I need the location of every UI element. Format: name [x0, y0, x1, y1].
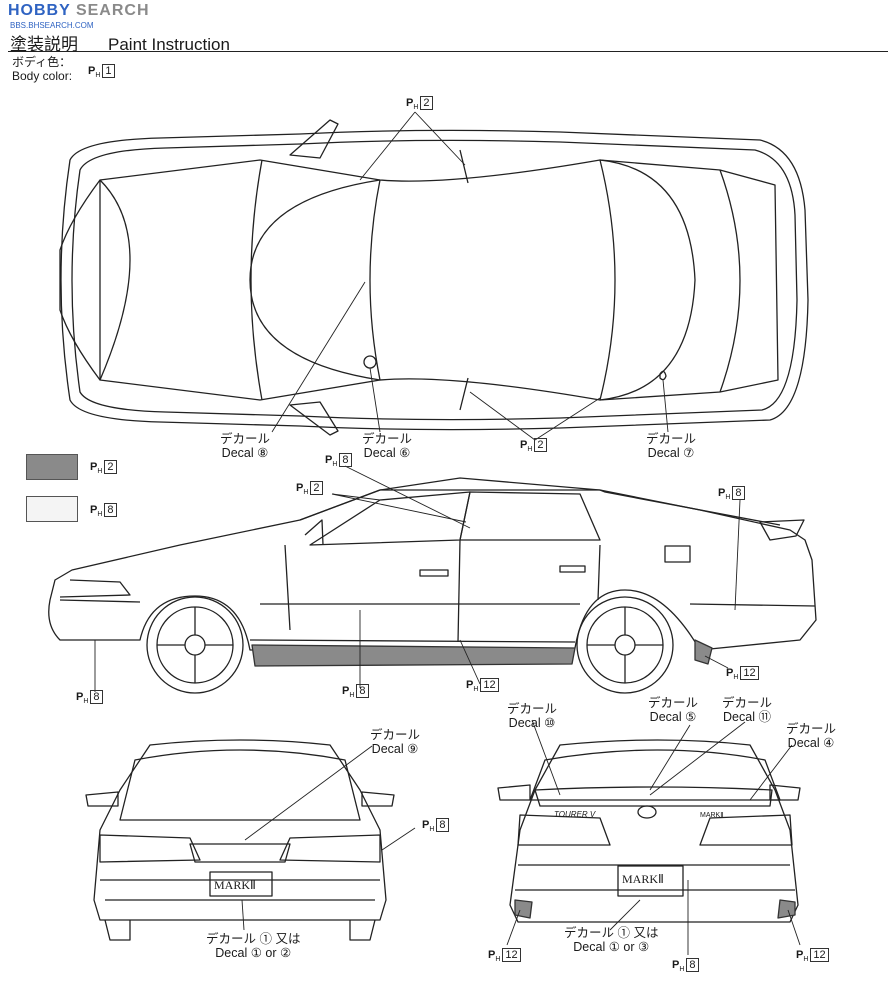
front-decal-bottom-en: Decal: [215, 946, 248, 960]
rear-decal-11-num: ⑪: [758, 710, 771, 724]
rear-license-plate: MARKⅡ: [622, 872, 664, 886]
rear-decal-10-en: Decal: [508, 716, 541, 730]
rear-decal-4: デカール Decal ④: [786, 722, 836, 750]
front-decal-bottom: デカール ① 又は Decal ① or ②: [206, 932, 301, 960]
rear-leaders: [506, 719, 801, 955]
site-logo: HOBBY SEARCH: [8, 2, 150, 20]
page-title: 塗装説明 Paint Instruction: [10, 30, 230, 55]
rear-decal-5: デカール Decal ⑤: [648, 696, 698, 724]
rear-decal-4-jp: デカール: [786, 722, 837, 736]
front-decal-bottom-or-jp: 又は: [275, 932, 301, 946]
top-decal-6: デカール Decal ⑥: [362, 432, 412, 460]
front-license-plate: MARKⅡ: [214, 878, 256, 892]
front-decal-bottom-num-a-en: ①: [250, 946, 262, 960]
front-decal-bottom-jp: デカール: [206, 932, 257, 946]
rear-decal-bottom-en: Decal: [573, 940, 606, 954]
top-decal-8-jp: デカール: [220, 432, 271, 446]
rear-decal-bottom-num-a: ①: [617, 926, 631, 940]
body-color-label-jp: ボディ色：: [12, 55, 72, 69]
rear-mudflap-left: [514, 899, 533, 919]
rear-mudflap-right: [777, 899, 796, 919]
rear-decal-bottom-num-a-en: ①: [608, 940, 620, 954]
rear-decal-5-num: ⑤: [685, 710, 697, 724]
title-jp: 塗装説明: [10, 35, 78, 54]
front-decal-bottom-or-en: or: [265, 946, 277, 960]
rear-decal-bottom: デカール ① 又は Decal ① or ③: [564, 926, 659, 954]
front-decal-9-en: Decal: [371, 742, 404, 756]
front-decal-9: デカール Decal ⑨: [370, 728, 420, 756]
rear-decal-4-num: ④: [823, 736, 835, 750]
rear-decal-10: デカール Decal ⑩: [507, 702, 557, 730]
top-leaders: [271, 111, 669, 441]
rear-decal-5-en: Decal: [649, 710, 682, 724]
rear-decal-4-en: Decal: [787, 736, 820, 750]
top-decal-6-en: Decal: [363, 446, 396, 460]
top-decal-7: デカール Decal ⑦: [646, 432, 696, 460]
body-color-label-en: Body color:: [12, 69, 73, 83]
side-sill-fill: [251, 644, 576, 667]
front-leaders: [241, 745, 416, 931]
body-color-label: ボディ色： Body color:: [12, 55, 72, 83]
side-leaders: [94, 465, 741, 692]
front-decal-bottom-num-a: ①: [259, 932, 273, 946]
rear-decal-bottom-num-b: ③: [638, 940, 650, 954]
side-view-car: [48, 477, 817, 694]
rear-badge-mark: MARKⅡ: [700, 812, 724, 819]
rear-decal-bottom-or-jp: 又は: [633, 926, 659, 940]
front-decal-bottom-num-b: ②: [280, 946, 292, 960]
top-decal-7-en: Decal: [647, 446, 680, 460]
rear-badge-tourer: TOURER V: [554, 810, 596, 819]
top-decal-8-num: ⑧: [257, 446, 269, 460]
side-rear-lower-fill: [694, 639, 713, 665]
rear-decal-11-en: Decal: [723, 710, 755, 724]
top-decal-8: デカール Decal ⑧: [220, 432, 270, 460]
top-decal-7-jp: デカール: [646, 432, 697, 446]
front-decal-9-jp: デカール: [370, 728, 421, 742]
logo-prefix: HOBBY: [8, 2, 71, 19]
top-decal-8-en: Decal: [221, 446, 254, 460]
legend-swatch-dark: [26, 454, 78, 480]
top-decal-7-num: ⑦: [683, 446, 695, 460]
rear-decal-10-jp: デカール: [507, 702, 558, 716]
front-decal-9-num: ⑨: [407, 742, 419, 756]
front-view-car: [85, 739, 395, 941]
top-decal-6-jp: デカール: [362, 432, 413, 446]
top-decal-6-num: ⑥: [399, 446, 411, 460]
rear-decal-10-num: ⑩: [544, 716, 556, 730]
top-view-car: [59, 119, 809, 436]
legend-swatch-light: [26, 496, 78, 522]
rear-view-car: [497, 739, 801, 923]
title-divider: [8, 51, 888, 52]
logo-text: SEARCH: [75, 2, 150, 19]
rear-decal-11-jp: デカール: [722, 696, 773, 710]
watermark-sub: BBS.BHSEARCH.COM: [10, 21, 94, 30]
rear-decal-bottom-or-en: or: [623, 940, 635, 954]
rear-decal-5-jp: デカール: [648, 696, 699, 710]
rear-decal-bottom-jp: デカール: [564, 926, 615, 940]
rear-decal-11: デカール Decal ⑪: [722, 696, 772, 724]
title-en: Paint Instruction: [108, 35, 230, 54]
